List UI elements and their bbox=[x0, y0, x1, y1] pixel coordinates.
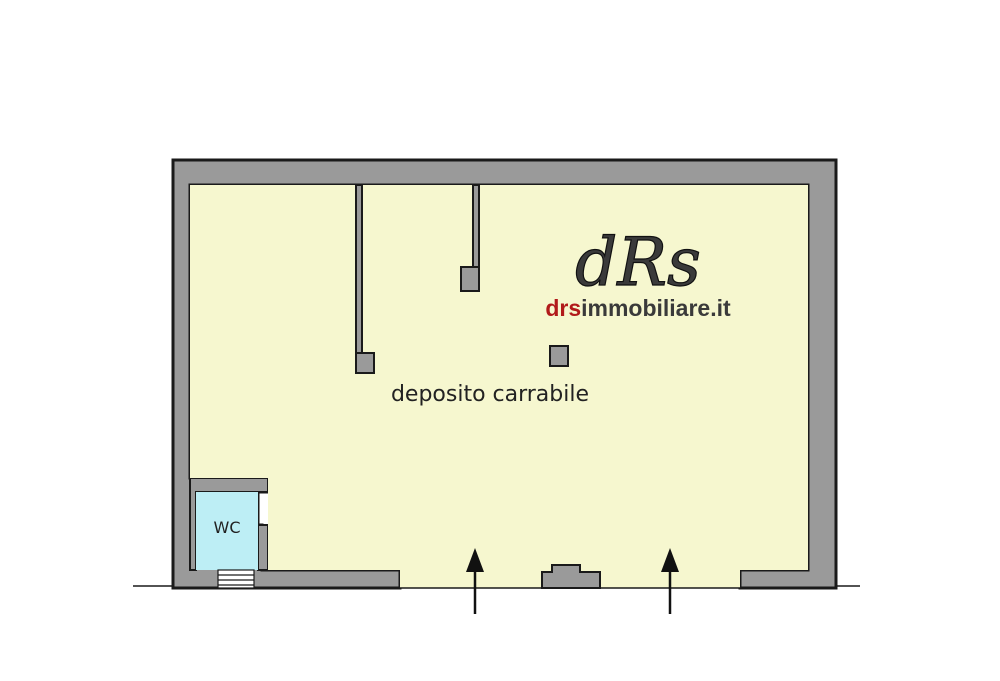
main-floor bbox=[190, 185, 808, 588]
wc-floor bbox=[196, 492, 258, 570]
wc-wall-right bbox=[257, 524, 269, 571]
arrow-up-icon bbox=[661, 548, 679, 614]
center-pier bbox=[541, 564, 601, 589]
room-label-main: deposito carrabile bbox=[391, 382, 589, 407]
logo: dRs drsimmobiliare.it bbox=[545, 223, 731, 321]
partition-center bbox=[472, 184, 480, 268]
logo-site-suffix: immobiliare.it bbox=[581, 295, 731, 321]
interior-partitions bbox=[355, 184, 569, 374]
room-label-wc: WC bbox=[214, 518, 241, 537]
partition-left bbox=[355, 184, 363, 354]
logo-monogram: dRs bbox=[575, 224, 701, 301]
partition-center-pillar bbox=[460, 266, 480, 292]
logo-site-prefix: drs bbox=[545, 295, 581, 321]
stairs-icon bbox=[217, 569, 255, 589]
partition-left-pillar bbox=[355, 352, 375, 374]
arrow-up-icon bbox=[466, 548, 484, 614]
logo-site: drsimmobiliare.it bbox=[545, 295, 731, 321]
free-pillar bbox=[549, 345, 569, 367]
bottom-edge bbox=[133, 564, 860, 589]
